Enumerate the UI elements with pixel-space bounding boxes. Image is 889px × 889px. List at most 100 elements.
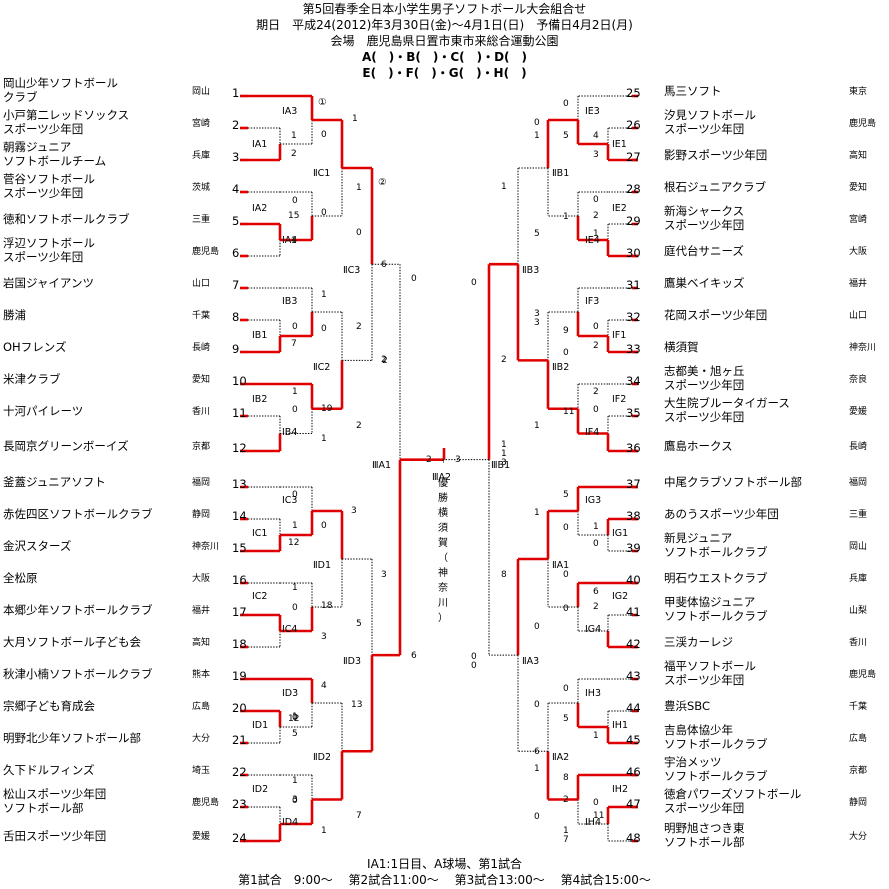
score: 0: [563, 523, 569, 533]
team-name: あのうスポーツ少年団: [664, 507, 779, 521]
score: 0: [292, 796, 298, 806]
score: 0: [471, 278, 477, 288]
team-seed: 29: [626, 214, 641, 228]
score: 0: [563, 604, 569, 614]
team-seed: 18: [232, 637, 247, 651]
team-name: 徳和ソフトボールクラブ: [3, 212, 130, 226]
winner-char: 神: [438, 568, 448, 579]
match-label-iic1: ⅡC1: [313, 168, 331, 179]
team-seed: 1: [232, 86, 240, 100]
team-name: 金沢スターズ: [3, 539, 71, 553]
match-label-ic3: ⅠC3: [282, 495, 298, 506]
match-label-ib2: ⅠB2: [252, 394, 268, 405]
team-name-line: ソフトボール部: [664, 835, 745, 849]
score: 1: [291, 236, 297, 246]
team-seed: 28: [626, 182, 641, 196]
team-prefecture: 京都: [849, 766, 868, 776]
score: 3: [381, 570, 387, 580]
score: 1: [534, 421, 540, 431]
team-name-line: スポーツ少年団: [664, 378, 745, 392]
team-name: 明石ウエストクラブ: [664, 571, 768, 585]
score: 0: [292, 322, 298, 332]
team-prefecture: 愛知: [849, 183, 868, 193]
team-name-line: OHフレンズ: [3, 340, 67, 354]
team-name-line: ソフトボール部: [3, 801, 84, 815]
team-prefecture: 高知: [192, 638, 211, 648]
team-name-line: 明野旭さつき東: [664, 821, 745, 835]
team-prefecture: 鹿児島: [192, 798, 220, 808]
team-seed: 4: [232, 182, 240, 196]
team-name: 宇治メッツソフトボールクラブ: [664, 755, 768, 783]
team-name-line: 岩国ジャイアンツ: [3, 276, 94, 290]
team-seed: 31: [626, 278, 641, 292]
score: 1: [593, 229, 599, 239]
team-name-line: 本郷少年ソフトボールクラブ: [3, 603, 153, 617]
team-prefecture: 鹿児島: [849, 119, 877, 129]
team-prefecture: 神奈川: [192, 542, 220, 552]
score: 2: [563, 795, 569, 805]
match-label-if4: ⅠF4: [585, 427, 600, 438]
score: 2: [382, 356, 388, 366]
team-seed: 24: [232, 831, 247, 845]
team-prefecture: 大分: [849, 832, 868, 842]
score: 0: [563, 684, 569, 694]
team-seed: 17: [232, 605, 247, 619]
team-seed: 41: [626, 605, 641, 619]
team-name: 岩国ジャイアンツ: [3, 276, 94, 290]
team-name-line: 鷹島ホークス: [664, 439, 733, 453]
winner-char: （: [438, 553, 448, 564]
team-name-line: 久下ドルフィンズ: [3, 763, 95, 777]
score: 1: [534, 508, 540, 518]
score: 4: [593, 131, 599, 141]
team-name-line: 甲斐体協ジュニア: [664, 595, 756, 609]
score: 2: [381, 355, 387, 365]
team-prefecture: 長崎: [849, 442, 868, 452]
score: 5: [356, 619, 362, 629]
score: 0: [534, 622, 540, 632]
team-prefecture: 静岡: [849, 798, 868, 808]
team-name-line: スポーツ少年団: [664, 673, 745, 687]
score: 12: [288, 538, 300, 548]
team-name-line: 小戸第二レッドソックス: [3, 108, 130, 122]
team-name: 志都美・旭ヶ丘スポーツ少年団: [664, 364, 745, 392]
team-name: 徳倉パワーズソフトボールスポーツ少年団: [664, 787, 801, 815]
score: 8: [501, 570, 507, 580]
group-labels-2: E( )・F( )・G( )・H( ): [362, 66, 527, 80]
team-name-line: ソフトボールクラブ: [664, 545, 768, 559]
score: 0: [563, 99, 569, 109]
score: 6: [381, 260, 387, 270]
team-name: 花岡スポーツ少年団: [664, 308, 767, 322]
team-seed: 32: [626, 310, 641, 324]
score: 1: [292, 387, 298, 397]
match-label-ia1: ⅠA1: [252, 139, 268, 150]
score: 1: [352, 114, 358, 124]
score: 0: [321, 208, 327, 218]
team-name-line: 横須賀: [664, 340, 699, 354]
score: 0: [563, 570, 569, 580]
team-prefecture: 岡山: [849, 542, 868, 552]
team-name-line: 馬三ソフト: [664, 84, 722, 98]
footer-note: ⅠA1:1日目、A球場、第1試合: [367, 857, 522, 871]
team-name-line: 大月ソフトボール子ども会: [3, 635, 141, 649]
team-name-line: スポーツ少年団: [3, 122, 84, 136]
score: 2: [593, 341, 599, 351]
team-name-line: 新海シャークス: [664, 204, 745, 218]
score: 1: [321, 434, 327, 444]
team-prefecture: 福井: [849, 279, 868, 289]
score: 0: [593, 539, 599, 549]
match-label-if1: ⅠF1: [612, 330, 627, 341]
team-name-line: 中尾クラブソフトボール部: [664, 475, 802, 489]
team-seed: 19: [232, 669, 247, 683]
match-label-iid1: ⅡD1: [313, 560, 332, 571]
match-label-ic4: ⅠC4: [282, 624, 298, 635]
team-name: 明野北少年ソフトボール部: [3, 731, 141, 745]
score: 3: [593, 150, 599, 160]
match-label-iid3: ⅡD3: [343, 656, 362, 667]
tournament-title: 第5回春季全日本小学生男子ソフトボール大会組合せ: [302, 2, 587, 16]
team-name-line: あのうスポーツ少年団: [664, 507, 779, 521]
tournament-dates: 期日 平成24(2012)年3月30日(金)〜4月1日(日) 予備日4月2日(月…: [256, 18, 633, 32]
team-name-line: 徳和ソフトボールクラブ: [3, 212, 130, 226]
team-seed: 9: [232, 342, 240, 356]
team-name: 福平ソフトボールスポーツ少年団: [664, 659, 756, 687]
